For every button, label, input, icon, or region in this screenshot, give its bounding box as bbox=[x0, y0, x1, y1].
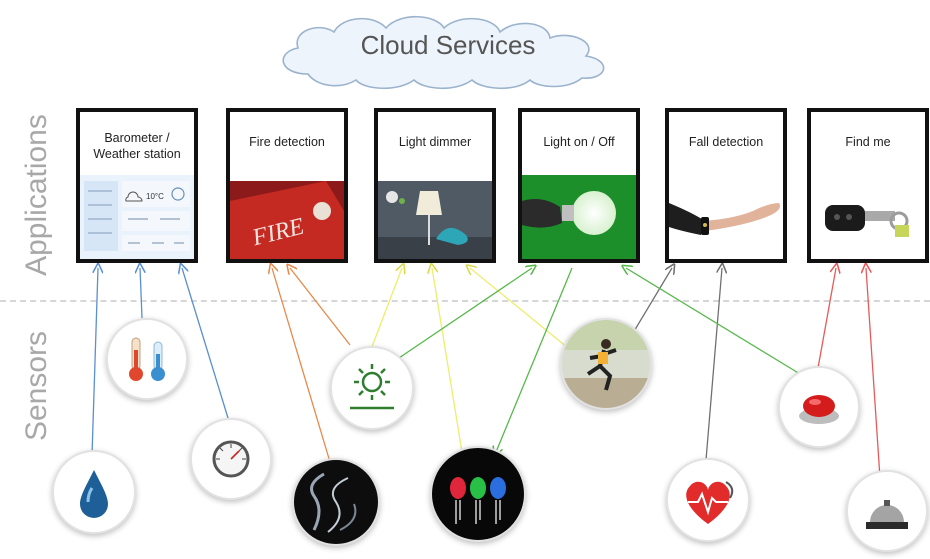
bell-sensor[interactable] bbox=[846, 470, 928, 552]
led-icon bbox=[450, 477, 506, 524]
app-card-fire[interactable]: Fire detection FIRE bbox=[226, 108, 348, 263]
pressure-gauge-icon bbox=[212, 440, 250, 478]
fire-alarm-image: FIRE bbox=[230, 181, 344, 259]
water-sensor[interactable] bbox=[52, 450, 136, 534]
app-card-fall[interactable]: Fall detection bbox=[665, 108, 787, 263]
thermometer-sensor[interactable] bbox=[106, 318, 188, 400]
wire-smoke-fire-1 bbox=[272, 268, 331, 463]
heart-rate-sensor[interactable] bbox=[666, 458, 750, 542]
weather-temp: 10°C bbox=[146, 192, 164, 201]
heart-rate-icon bbox=[686, 481, 734, 524]
app-title-findme: Find me bbox=[845, 135, 891, 149]
section-divider bbox=[0, 300, 930, 302]
app-card-dimmer[interactable]: Light dimmer bbox=[374, 108, 496, 263]
pressure-sensor[interactable] bbox=[190, 418, 272, 500]
wire-button-findme bbox=[817, 268, 836, 369]
cloud-shape bbox=[282, 16, 605, 90]
light-sensor-icon bbox=[350, 364, 394, 410]
water-drop-icon bbox=[80, 470, 108, 518]
app-title-onoff: Light on / Off bbox=[543, 135, 615, 149]
motion-sensor[interactable] bbox=[560, 318, 652, 410]
app-title-dimmer: Light dimmer bbox=[398, 135, 472, 149]
wire-light-dimmer bbox=[369, 268, 402, 353]
weather-dashboard-image: 10°C bbox=[80, 175, 194, 259]
app-card-onoff[interactable]: Light on / Off bbox=[518, 108, 640, 263]
light-sensor[interactable] bbox=[330, 346, 414, 430]
red-button-icon bbox=[799, 395, 839, 424]
app-title-fire: Fire detection bbox=[249, 135, 325, 149]
wire-motion-fall bbox=[629, 268, 672, 339]
wire-light-onoff bbox=[395, 268, 532, 361]
app-card-barometer[interactable]: Barometer / Weather station 10°C bbox=[76, 108, 198, 263]
wire-thermo-barometer bbox=[140, 268, 142, 319]
app-title-barometer: Barometer / Weather station bbox=[93, 131, 181, 161]
led-sensor[interactable] bbox=[430, 446, 526, 542]
smoke-sensor[interactable] bbox=[292, 458, 380, 546]
app-card-findme[interactable]: Find me bbox=[807, 108, 929, 263]
light-bulb-image bbox=[522, 175, 636, 259]
wire-light-fire bbox=[290, 268, 351, 346]
lamp-image bbox=[378, 181, 492, 259]
cloud-title: Cloud Services bbox=[360, 30, 536, 60]
wire-heart-fall bbox=[705, 268, 722, 461]
bell-icon bbox=[866, 500, 908, 529]
wire-water-barometer bbox=[91, 268, 98, 456]
wrist-band-image bbox=[669, 181, 783, 259]
car-key-image bbox=[811, 181, 925, 259]
button-sensor[interactable] bbox=[778, 366, 860, 448]
wire-bell-findme bbox=[866, 268, 881, 479]
wire-onoff-led bbox=[496, 267, 573, 452]
wire-led-dimmer bbox=[432, 268, 463, 453]
runner-icon bbox=[562, 320, 650, 408]
wire-pressure-barometer bbox=[182, 268, 229, 419]
app-title-fall: Fall detection bbox=[688, 135, 764, 149]
wire-button-onoff bbox=[626, 268, 801, 375]
smoke-icon bbox=[310, 472, 357, 533]
wire-motion-dimmer bbox=[470, 268, 569, 349]
thermometer-icon bbox=[129, 337, 165, 381]
